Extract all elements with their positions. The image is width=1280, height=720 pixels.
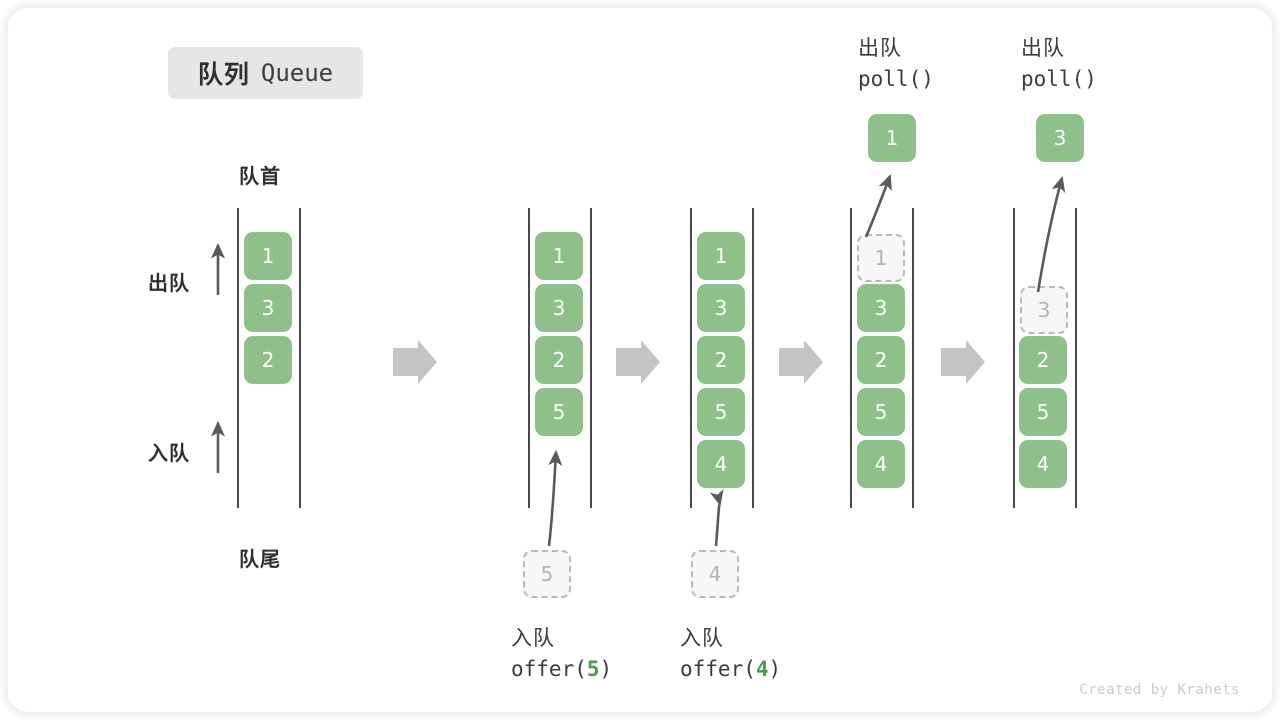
queue-element: 2: [1019, 336, 1067, 384]
queue-element: 5: [857, 388, 905, 436]
caption-enqueue-cn-col3: 入队: [680, 627, 724, 650]
queue-element: 3: [535, 284, 583, 332]
queue-element: 2: [857, 336, 905, 384]
caption-enqueue-cn-col2: 入队: [511, 627, 555, 650]
title-badge: 队列 Queue: [168, 47, 363, 99]
queue-rail-right-col2: [590, 208, 592, 508]
code-value: 4: [755, 657, 769, 681]
queue-rail-left-col4: [850, 208, 852, 508]
header-dequeue-cn-col4: 出队: [858, 37, 902, 60]
queue-element: 5: [697, 388, 745, 436]
queue-element: 1: [535, 232, 583, 280]
queue-element: 1: [697, 232, 745, 280]
queue-rail-right-col3: [752, 208, 754, 508]
code-prefix: offer(: [511, 657, 587, 681]
code-suffix: ): [768, 657, 782, 681]
header-dequeue-code-col5: poll(): [1021, 67, 1097, 91]
label-dequeue-side: 出队: [148, 273, 190, 295]
queue-element: 4: [1019, 440, 1067, 488]
queue-element: 2: [244, 336, 292, 384]
incoming-element-ghost: 4: [691, 550, 739, 598]
title-en: Queue: [260, 59, 334, 87]
removed-element-ghost: 1: [857, 234, 905, 282]
queue-element: 5: [1019, 388, 1067, 436]
code-prefix: offer(: [680, 657, 756, 681]
label-queue-front: 队首: [239, 166, 281, 188]
queue-element: 3: [697, 284, 745, 332]
queue-rail-left-col3: [690, 208, 692, 508]
queue-element: 3: [857, 284, 905, 332]
queue-element: 4: [857, 440, 905, 488]
popped-element: 1: [868, 114, 916, 162]
queue-rail-left-col2: [528, 208, 530, 508]
queue-element-new: 4: [697, 440, 745, 488]
title-cn: 队列: [197, 61, 250, 89]
label-queue-rear: 队尾: [239, 549, 281, 571]
queue-rail-left-col1: [237, 208, 239, 508]
label-enqueue-side: 入队: [148, 443, 190, 465]
queue-element: 2: [535, 336, 583, 384]
caption-enqueue-code-col3: offer(4): [680, 657, 781, 681]
incoming-element-ghost: 5: [523, 550, 571, 598]
queue-element: 1: [244, 232, 292, 280]
watermark: Created by Krahets: [1079, 682, 1240, 698]
header-dequeue-code-col4: poll(): [858, 67, 934, 91]
queue-rail-left-col5: [1013, 208, 1015, 508]
popped-element: 3: [1036, 114, 1084, 162]
code-suffix: ): [599, 657, 613, 681]
queue-element-new: 5: [535, 388, 583, 436]
removed-element-ghost: 3: [1020, 286, 1068, 334]
code-value: 5: [586, 657, 600, 681]
white-card: [8, 8, 1272, 712]
queue-rail-right-col4: [912, 208, 914, 508]
queue-rail-right-col5: [1075, 208, 1077, 508]
queue-rail-right-col1: [299, 208, 301, 508]
caption-enqueue-code-col2: offer(5): [511, 657, 612, 681]
header-dequeue-cn-col5: 出队: [1021, 37, 1065, 60]
queue-element: 2: [697, 336, 745, 384]
queue-element: 3: [244, 284, 292, 332]
